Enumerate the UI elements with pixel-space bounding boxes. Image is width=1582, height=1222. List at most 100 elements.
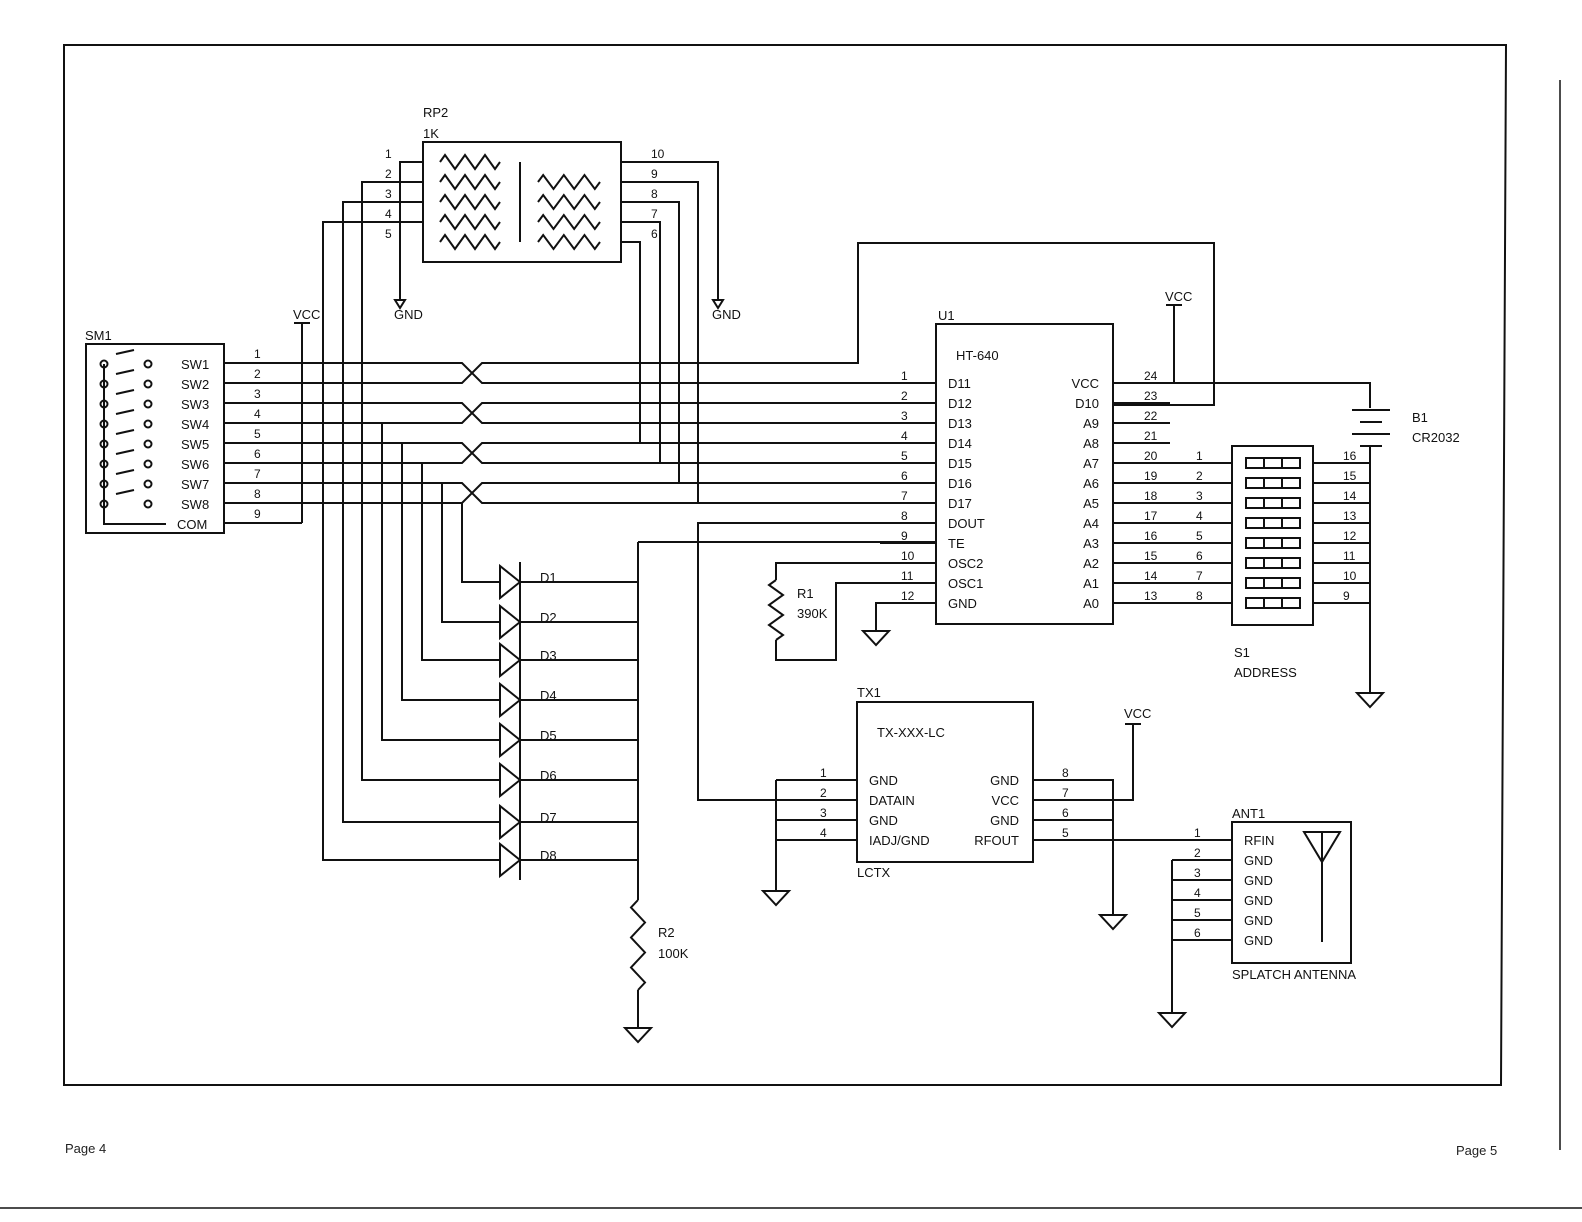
vcc-label: VCC bbox=[1165, 289, 1192, 304]
diode bbox=[499, 803, 522, 841]
ant1-pin-num: 1 bbox=[1194, 826, 1201, 840]
s1-switch-detail bbox=[1263, 498, 1283, 508]
diode-label: D6 bbox=[540, 768, 557, 783]
switch-contact bbox=[143, 439, 153, 449]
rp2-pin-num: 2 bbox=[385, 167, 392, 181]
s1-switch-detail bbox=[1263, 558, 1283, 568]
diode bbox=[499, 721, 522, 759]
switch-contact bbox=[99, 499, 109, 509]
wire bbox=[342, 201, 500, 823]
wire-sw4 bbox=[224, 402, 936, 424]
tx1-package: LCTX bbox=[857, 865, 891, 880]
u1-ref: U1 bbox=[938, 308, 955, 323]
sm1-ref: SM1 bbox=[85, 328, 112, 343]
resistor-element bbox=[537, 213, 601, 231]
ant1-pin-name: GND bbox=[1244, 933, 1273, 948]
u1-pin-num: 2 bbox=[901, 389, 908, 403]
diode bbox=[499, 841, 522, 879]
b1-ref: B1 bbox=[1412, 410, 1428, 425]
diode bbox=[499, 563, 522, 601]
u1-pin-num: 9 bbox=[901, 529, 908, 543]
u1-pin-num: 7 bbox=[901, 489, 908, 503]
tx1-pin-name: RFOUT bbox=[974, 833, 1019, 848]
wire bbox=[621, 201, 680, 483]
s1-switch bbox=[1245, 457, 1301, 469]
tx1-pin-num: 1 bbox=[820, 766, 827, 780]
sm1-switch-label: SW3 bbox=[181, 397, 209, 412]
u1-pin-num: 20 bbox=[1144, 449, 1158, 463]
u1-pin-name: D10 bbox=[1075, 396, 1099, 411]
s1-body bbox=[1231, 445, 1314, 626]
s1-pin-num: 11 bbox=[1343, 549, 1356, 563]
wire bbox=[621, 241, 641, 443]
rp2-pin-num: 9 bbox=[651, 167, 658, 181]
rp2-pin-num: 3 bbox=[385, 187, 392, 201]
diode bbox=[499, 681, 522, 719]
wire bbox=[322, 221, 500, 861]
switch-lever bbox=[115, 449, 135, 455]
s1-switch-detail bbox=[1263, 598, 1283, 608]
switch-contact bbox=[99, 439, 109, 449]
u1-body bbox=[935, 323, 1114, 625]
ant1-body bbox=[1231, 821, 1352, 964]
wire bbox=[361, 181, 500, 781]
switch-lever bbox=[115, 489, 135, 495]
rp2-pin-num: 6 bbox=[651, 227, 658, 241]
footer-page-left: Page 4 bbox=[65, 1141, 107, 1156]
s1-pin-num: 8 bbox=[1196, 589, 1203, 603]
tx1-pin-name: GND bbox=[869, 813, 898, 828]
ant1-ref: ANT1 bbox=[1232, 806, 1265, 821]
r2-value: 100K bbox=[658, 946, 689, 961]
vcc-symbol bbox=[1166, 304, 1182, 383]
u1-pin-name: A4 bbox=[1083, 516, 1099, 531]
u1-pin-num: 18 bbox=[1144, 489, 1158, 503]
gnd-wire bbox=[399, 161, 423, 290]
sm1-pin-num: 2 bbox=[254, 367, 261, 381]
diode-label: D7 bbox=[540, 810, 557, 825]
r2-ref: R2 bbox=[658, 925, 675, 940]
wire-sw3 bbox=[224, 402, 936, 424]
u1-pin-name: D17 bbox=[948, 496, 972, 511]
ant1-pin-name: GND bbox=[1244, 873, 1273, 888]
u1-pin-num: 1 bbox=[901, 369, 908, 383]
switch-contact bbox=[99, 419, 109, 429]
components bbox=[85, 141, 1390, 1044]
gnd-label: GND bbox=[394, 307, 423, 322]
ground-symbol bbox=[393, 288, 407, 310]
s1-pin-num: 9 bbox=[1343, 589, 1350, 603]
switch-contact bbox=[99, 399, 109, 409]
diode-label: D3 bbox=[540, 648, 557, 663]
s1-pin-num: 13 bbox=[1343, 509, 1357, 523]
u1-pin-name: OSC1 bbox=[948, 576, 983, 591]
u1-pin-num: 10 bbox=[901, 549, 915, 563]
rp2-pin-num: 1 bbox=[385, 147, 392, 161]
rp2-pin-num: 5 bbox=[385, 227, 392, 241]
u1-pin-num: 13 bbox=[1144, 589, 1158, 603]
ant1-pin-name: RFIN bbox=[1244, 833, 1274, 848]
resistor-element bbox=[439, 193, 501, 211]
u1-pin-num: 4 bbox=[901, 429, 908, 443]
diode-label: D1 bbox=[540, 570, 557, 585]
tx1-pin-num: 8 bbox=[1062, 766, 1069, 780]
s1-switch bbox=[1245, 477, 1301, 489]
s1-switch bbox=[1245, 557, 1301, 569]
switch-lever bbox=[115, 409, 135, 415]
battery-b1 bbox=[1352, 409, 1390, 447]
ant1-caption: SPLATCH ANTENNA bbox=[1232, 967, 1356, 982]
sm1-switch-label: SW4 bbox=[181, 417, 209, 432]
diode bbox=[499, 641, 522, 679]
rp2-body bbox=[422, 141, 622, 263]
tx1-pin-num: 7 bbox=[1062, 786, 1069, 800]
s1-ref: S1 bbox=[1234, 645, 1250, 660]
tx1-pin-name: VCC bbox=[992, 793, 1019, 808]
sm1-pin-num: 6 bbox=[254, 447, 261, 461]
switch-lever bbox=[115, 429, 135, 435]
tx1-ref: TX1 bbox=[857, 685, 881, 700]
sm1-pin-num: 3 bbox=[254, 387, 261, 401]
ant1-pin-num: 5 bbox=[1194, 906, 1201, 920]
wire bbox=[875, 602, 880, 620]
antenna-icon bbox=[1302, 831, 1342, 942]
resistor-element bbox=[537, 173, 601, 191]
s1-switch bbox=[1245, 497, 1301, 509]
s1-switch-detail bbox=[1263, 478, 1283, 488]
